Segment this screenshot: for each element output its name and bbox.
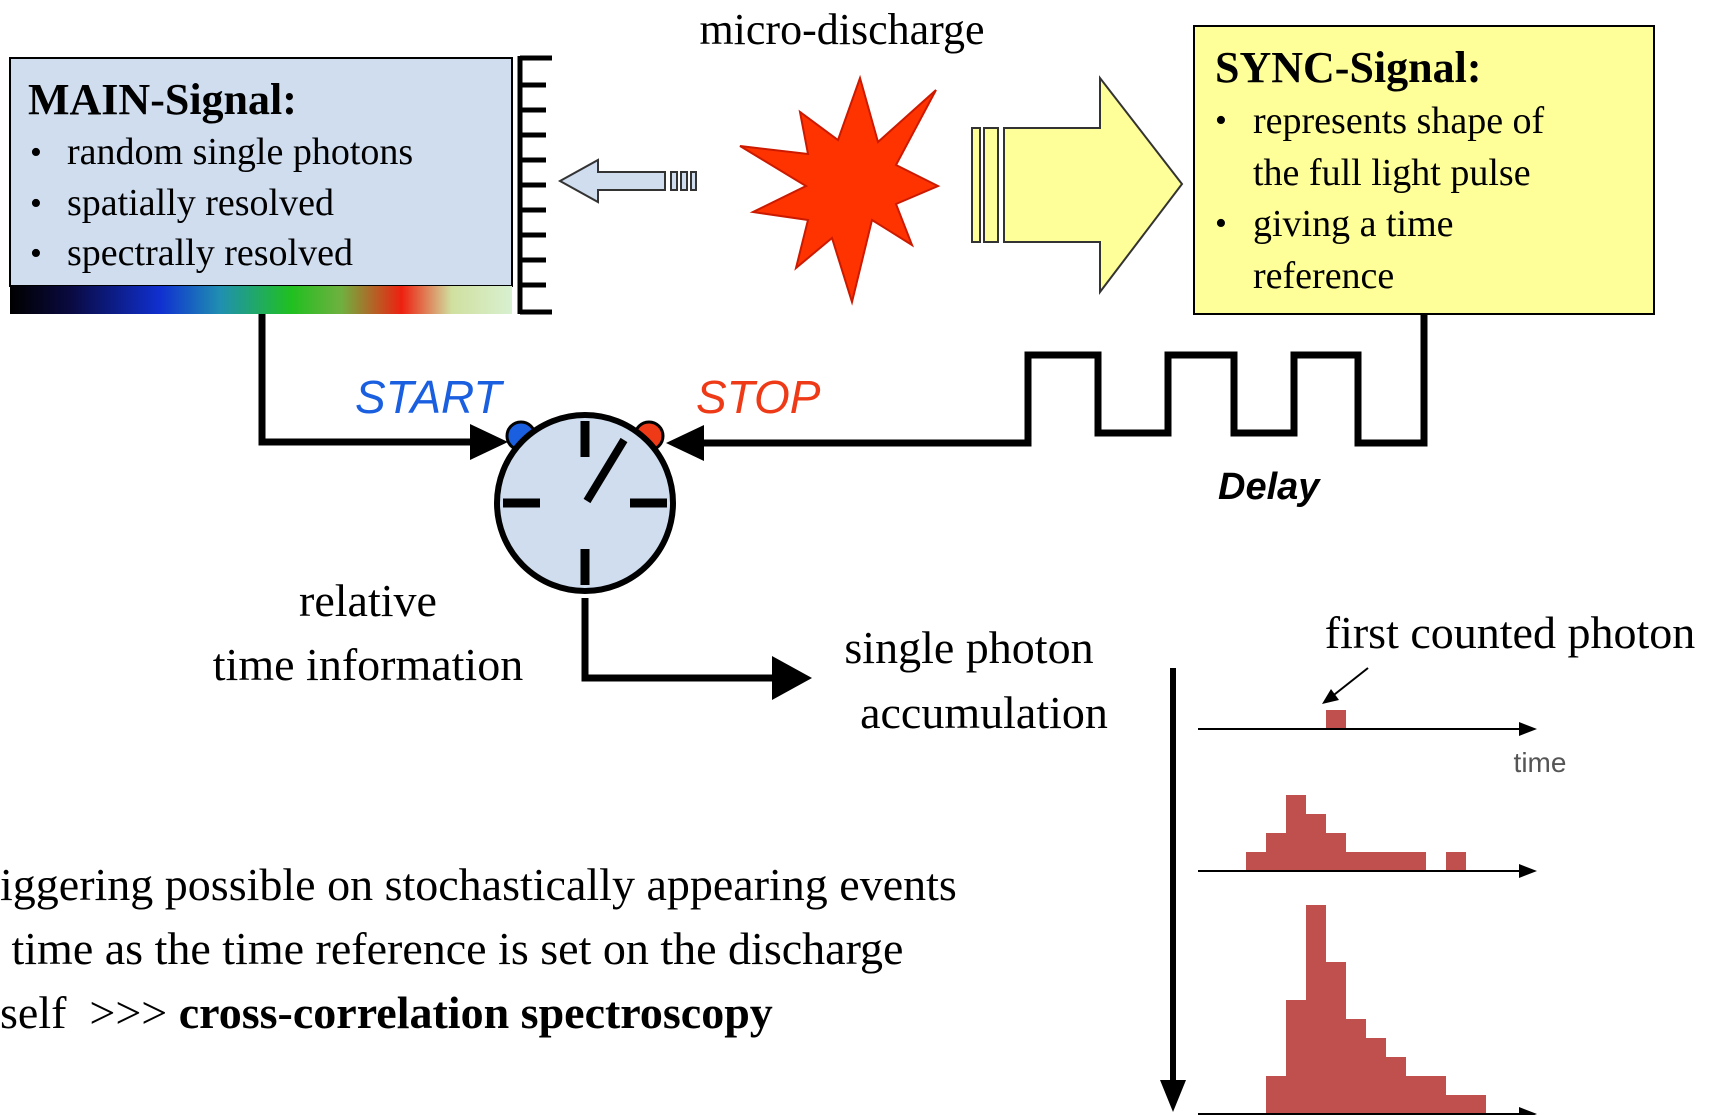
sync-pulse-train (697, 314, 1428, 447)
sync-bullet-1-line-1: represents shape of (1253, 100, 1545, 142)
main-signal-title: MAIN-Signal: (28, 75, 297, 124)
histogram-bars (1266, 905, 1486, 1114)
sync-bullet-2-line-1: giving a time (1253, 203, 1454, 245)
bottom-text-bold: cross-correlation spectroscopy (179, 987, 773, 1038)
main-signal-box: MAIN-Signal: • random single photons • s… (9, 57, 513, 287)
accumulation-line-2: accumulation (860, 687, 1108, 738)
detector-comb (517, 55, 552, 315)
bullet-dot: • (30, 235, 42, 272)
bullet-dot: • (30, 134, 42, 171)
delay-label: Delay (1218, 466, 1321, 508)
bullet-dot: • (30, 185, 42, 222)
start-arrowhead (470, 424, 508, 460)
accumulation-arrowhead (772, 656, 812, 700)
histogram-bar (1326, 833, 1346, 871)
histogram-axis-arrowhead (1519, 722, 1537, 736)
main-bullet-2: spatially resolved (67, 182, 334, 224)
bullet-dot: • (1215, 205, 1227, 242)
bottom-text-line-1: iggering possible on stochastically appe… (0, 859, 957, 910)
histogram-bar (1446, 852, 1466, 871)
histogram-bar (1366, 1038, 1386, 1114)
histogram-bar (1326, 962, 1346, 1114)
histogram-bar (1266, 833, 1286, 871)
histogram-bar (1346, 852, 1366, 871)
stopwatch-hand (583, 437, 628, 504)
histogram-axis-arrowhead (1519, 1107, 1537, 1115)
histogram-bar (1386, 1057, 1406, 1114)
histogram-bar (1406, 1076, 1426, 1114)
relative-time-line-2: time information (213, 639, 523, 690)
main-signal-background (9, 57, 513, 287)
histogram-bar (1446, 1095, 1466, 1114)
histogram-bar (1466, 1095, 1486, 1114)
spectrum-strip (10, 286, 512, 314)
bottom-text-plain: self >>> (0, 987, 179, 1038)
micro-discharge-label: micro-discharge (699, 5, 984, 54)
histogram-bar (1406, 852, 1426, 871)
relative-time-line-1: relative (299, 575, 437, 626)
start-signal-line (258, 314, 480, 446)
photon-arrow-to-detector (557, 158, 697, 204)
main-bullet-3: spectrally resolved (67, 232, 353, 274)
time-axis-label: time (1514, 747, 1567, 778)
sync-signal-box: SYNC-Signal: • represents shape of the f… (1193, 25, 1655, 315)
sync-bullet-2-line-2: reference (1253, 255, 1394, 297)
stopwatch-face (494, 412, 676, 594)
histogram-bar (1306, 905, 1326, 1114)
sync-signal-title: SYNC-Signal: (1215, 43, 1482, 92)
histogram-bar (1266, 1076, 1286, 1114)
histogram-bar (1286, 1000, 1306, 1114)
micro-discharge-star-icon (739, 74, 941, 306)
histogram-bars (1326, 710, 1346, 729)
bottom-text-line-3: self >>> cross-correlation spectroscopy (0, 987, 773, 1038)
histogram-bar (1346, 1019, 1366, 1114)
bullet-dot: • (1215, 102, 1227, 139)
start-label: START (355, 371, 504, 423)
histogram-stage-3 (1198, 905, 1537, 1115)
histogram-stage-1: time (1198, 710, 1566, 778)
histogram-bar (1246, 852, 1266, 871)
accumulation-line (581, 598, 776, 682)
histogram-bar (1326, 710, 1346, 729)
main-signal-bullet-list: • random single photons • spatially reso… (30, 131, 413, 274)
histogram-axis-arrowhead (1519, 864, 1537, 878)
first-photon-label: first counted photon (1325, 607, 1696, 658)
main-bullet-1: random single photons (67, 131, 413, 173)
first-photon-pointer (1329, 667, 1369, 699)
histogram-bar (1366, 852, 1386, 871)
histogram-bars (1246, 795, 1466, 871)
histogram-bar (1426, 1076, 1446, 1114)
accumulation-time-arrowhead (1160, 1080, 1186, 1112)
stopwatch-icon (494, 412, 676, 594)
stop-arrowhead (666, 425, 704, 461)
sync-arrow (971, 75, 1184, 295)
sync-bullet-1-line-2: the full light pulse (1253, 152, 1531, 194)
first-photon-pointer-head (1322, 689, 1339, 704)
histogram-bar (1306, 814, 1326, 871)
bottom-text-line-2: time as the time reference is set on the… (0, 923, 903, 974)
stop-label: STOP (696, 371, 821, 423)
histogram-bar (1286, 795, 1306, 871)
accumulation-line-1: single photon (844, 622, 1093, 673)
histogram-bar (1386, 852, 1406, 871)
histogram-stage-2 (1198, 795, 1537, 878)
